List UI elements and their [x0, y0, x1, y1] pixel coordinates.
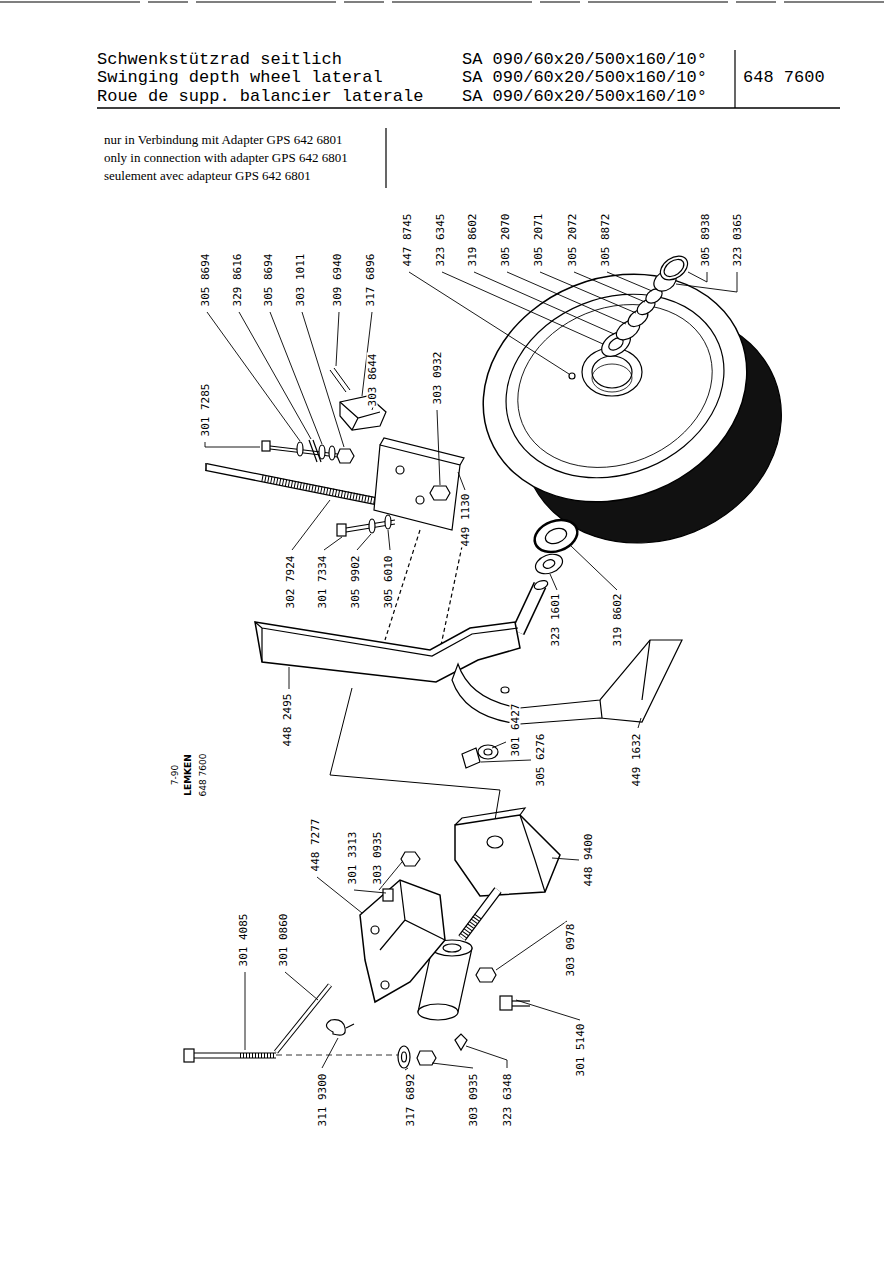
leader-line — [285, 972, 318, 1000]
leader-line — [481, 760, 531, 762]
callout-number: 301 0860 — [278, 913, 289, 968]
leader-line — [607, 272, 652, 291]
leader-line — [507, 272, 626, 324]
callout-number: 329 8616 — [232, 253, 243, 308]
callout-number: 448 7277 — [310, 818, 321, 873]
leader-line — [357, 534, 371, 550]
callout-number: 305 8694 — [200, 253, 211, 308]
callout-number: 311 9300 — [317, 1073, 328, 1128]
leader-line — [550, 574, 557, 590]
leader-line — [302, 312, 344, 447]
note-text: nur in Verbindung mit Adapter GPS 642 68… — [104, 133, 342, 146]
callout-number: 305 9902 — [350, 555, 361, 610]
callout-number: 449 1130 — [460, 493, 471, 548]
callout-number: 448 2495 — [282, 693, 293, 748]
leader-line — [322, 1038, 338, 1068]
callout-number: 301 7334 — [317, 555, 328, 610]
callout-number: 301 6427 — [510, 703, 521, 758]
callout-number: 305 2071 — [533, 213, 544, 268]
callout-number: 305 8938 — [700, 213, 711, 268]
callout-number: 319 8602 — [467, 213, 478, 268]
leader-line — [492, 742, 506, 748]
leader-line — [388, 530, 390, 550]
callout-number: 317 6896 — [365, 253, 376, 308]
leader-line — [245, 972, 246, 1050]
note-text: seulement avec adapteur GPS 642 6801 — [104, 169, 311, 182]
callout-number: 303 0935 — [372, 831, 383, 886]
leader-line — [516, 1000, 580, 1020]
header-text: 648 7600 — [743, 69, 825, 86]
print-mark: 648 7600 — [199, 754, 208, 797]
leader-line — [324, 537, 342, 550]
header-text: SA 090/60x20/500x160/10° — [462, 69, 707, 86]
note-text: only in connection with adapter GPS 642 … — [104, 151, 348, 164]
leader-line — [574, 272, 645, 302]
leader-line — [432, 1063, 473, 1068]
print-mark: LEMKEN — [184, 754, 193, 796]
callout-number: 449 1632 — [631, 733, 642, 788]
leader-line — [292, 500, 330, 550]
title: Schwenkstützrad seitlich — [97, 51, 342, 68]
leader-line — [552, 858, 579, 860]
callout-number: 303 0932 — [432, 351, 443, 406]
leader-line — [474, 272, 614, 334]
callout-number: 305 2070 — [500, 213, 511, 268]
callout-number: 305 2072 — [567, 213, 578, 268]
leader-line — [437, 410, 440, 485]
leader-line — [336, 312, 339, 366]
callout-number: 305 6276 — [535, 733, 546, 788]
callout-number: 305 8872 — [600, 213, 611, 268]
leader-line — [570, 545, 617, 590]
header-text: Swinging depth wheel lateral — [97, 69, 383, 86]
callout-number: 301 4085 — [238, 913, 249, 968]
callout-number: 323 6345 — [435, 213, 446, 268]
callout-number: 301 5140 — [575, 1023, 586, 1078]
callout-number: 302 7924 — [285, 555, 296, 610]
callout-number: 303 0935 — [468, 1073, 479, 1128]
callout-number: 317 6892 — [405, 1073, 416, 1128]
leader-line — [405, 1068, 408, 1070]
leader-line — [270, 312, 322, 444]
header-text: SA 090/60x20/500x160/10° — [462, 88, 707, 105]
callout-number: 323 1601 — [550, 593, 561, 648]
callout-number: 323 6348 — [502, 1073, 513, 1128]
leader-line — [638, 718, 641, 728]
leader-line — [207, 312, 300, 441]
leader-line — [442, 272, 603, 344]
leader-line — [688, 272, 707, 282]
callout-number: 305 6010 — [383, 555, 394, 610]
callout-number: 301 3313 — [347, 831, 358, 886]
callout-number: 319 8602 — [612, 593, 623, 648]
callout-number: 323 0365 — [732, 213, 743, 268]
callout-number: 303 0978 — [565, 923, 576, 978]
leader-line — [458, 472, 465, 490]
callout-number: 448 9400 — [583, 833, 594, 888]
print-mark: 7-90 — [171, 765, 180, 785]
callout-number: 305 8694 — [263, 253, 274, 308]
leader-line — [205, 442, 260, 447]
leader-line — [354, 890, 386, 893]
header-text: Roue de supp. balancier laterale — [97, 88, 423, 105]
leader-line — [676, 272, 737, 292]
leader-line — [496, 921, 567, 970]
callout-number: 309 6940 — [332, 253, 343, 308]
callout-number: 303 8644 — [367, 353, 378, 408]
leader-line — [239, 312, 311, 439]
callout-number: 301 7285 — [200, 383, 211, 438]
callout-number: 447 8745 — [402, 213, 413, 268]
header-text: SA 090/60x20/500x160/10° — [462, 51, 707, 68]
callout-number: 303 1011 — [295, 253, 306, 308]
leader-line — [466, 1046, 507, 1068]
leader-line — [289, 667, 290, 689]
